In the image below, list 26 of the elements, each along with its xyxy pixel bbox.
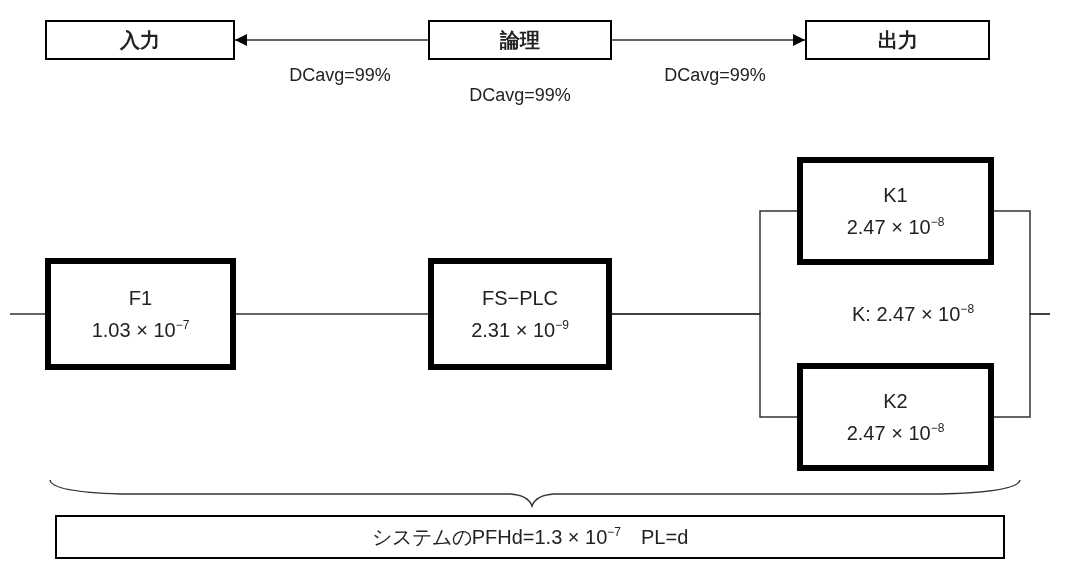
block-box [428,20,612,60]
block-label: K2 [883,390,908,412]
block-value: 2.47 × 10$^{−8}$ [846,422,945,444]
block-value: 1.03 × 10$^{−7}$ [91,319,190,341]
connector-line [9,313,46,315]
block-box [428,258,612,370]
block-label: 出力 [877,29,918,51]
block-box [805,20,990,60]
block-box [45,20,235,60]
block-label: FS−PLC [481,287,559,309]
block-label: 論理 [500,29,540,51]
arrow [234,34,429,46]
block-label: K1 [883,184,908,206]
block-box [797,157,994,265]
block-box [45,258,236,370]
block-label: F1 [128,287,153,309]
block-label: システムのPFHd=1.3 × 10$^{−7}$ PL=d [371,526,689,548]
block-box [797,363,994,471]
arrow [611,34,806,46]
block-label: 入力 [120,29,160,51]
connector-line [611,313,798,418]
connector-line [235,313,429,315]
block-value: 2.31 × 10$^{−9}$ [471,319,569,341]
connector-line [993,313,1051,418]
block-value: 2.47 × 10$^{−8}$ [846,216,945,238]
result-box [55,515,1005,559]
